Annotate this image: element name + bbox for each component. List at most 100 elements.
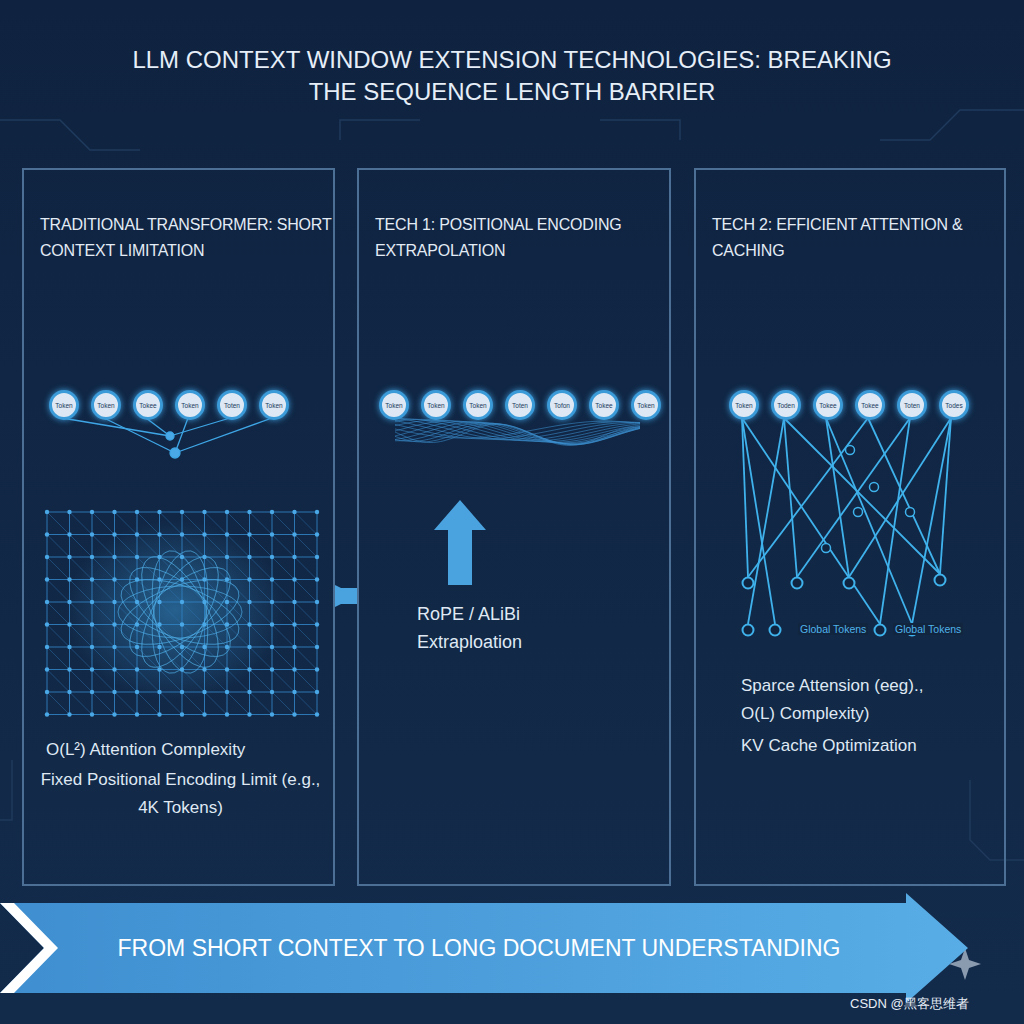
mesh-dot [270, 600, 274, 604]
mesh-line [227, 535, 250, 558]
mesh-swirl [118, 586, 242, 638]
mesh-line [295, 670, 318, 693]
mesh-line [69, 512, 70, 715]
mesh-line [160, 692, 183, 715]
sparse-attention-graph [742, 418, 951, 636]
mesh-line [137, 512, 160, 535]
mesh-dot [202, 712, 206, 716]
mesh-dot [157, 667, 161, 671]
mesh-dot [157, 510, 161, 514]
mesh-line [272, 647, 295, 670]
mesh-dot [112, 645, 116, 649]
token-circle: Toten [505, 390, 535, 420]
mesh-line [204, 512, 205, 715]
mesh-dot [67, 555, 71, 559]
mesh-line [205, 535, 228, 558]
mesh-dot [45, 600, 49, 604]
mesh-dot [45, 577, 49, 581]
mesh-line [92, 625, 115, 648]
mesh-line [137, 557, 160, 580]
circuit-traces [0, 110, 1024, 860]
mesh-line [272, 625, 295, 648]
mesh-dot [225, 600, 229, 604]
panel-note: RoPE / ALiBi Extraploation [417, 600, 567, 656]
mesh-swirl [144, 546, 217, 677]
token-label: Token [94, 393, 118, 417]
sparse-link [868, 418, 940, 574]
mesh-line [227, 647, 250, 670]
mesh-line [250, 535, 273, 558]
mesh-dot [135, 532, 139, 536]
token-circle: Token [463, 390, 493, 420]
mesh-line [182, 535, 205, 558]
mesh-line [272, 557, 295, 580]
mesh-dot [180, 532, 184, 536]
mesh-dot [225, 577, 229, 581]
mesh-line [115, 692, 138, 715]
token-label: Toten [508, 393, 532, 417]
mesh-line [272, 512, 295, 535]
mesh-dot [135, 667, 139, 671]
mesh-line [205, 512, 228, 535]
token-label: Toden [774, 393, 798, 417]
mesh-dot [180, 667, 184, 671]
mesh-line [47, 670, 70, 693]
mesh-line [115, 670, 138, 693]
sparse-link [748, 418, 784, 624]
mesh-line [47, 535, 70, 558]
mesh-dot [270, 667, 274, 671]
mesh-dot [247, 645, 251, 649]
mesh-dot [67, 600, 71, 604]
panel-box: TokenTodenTokeeTokeeTotenTodesTECH 2: EF… [694, 168, 1006, 886]
token-label: Token [466, 393, 490, 417]
mesh-dot [247, 532, 251, 536]
mesh-dot [90, 555, 94, 559]
token-label: Toten [220, 393, 244, 417]
mesh-dot [67, 577, 71, 581]
mesh-line [227, 512, 250, 535]
mesh-swirl [126, 545, 233, 678]
mesh-swirl [126, 545, 233, 678]
mesh-dot [225, 622, 229, 626]
mesh-dot [247, 555, 251, 559]
token-label: Tokee [858, 393, 882, 417]
mesh-dot [202, 667, 206, 671]
mesh-line [137, 535, 160, 558]
mesh-dot [270, 712, 274, 716]
mesh-line [227, 512, 228, 715]
mesh-line [70, 535, 93, 558]
mesh-dot [202, 532, 206, 536]
token-circle: Token [729, 390, 759, 420]
attention-mesh [45, 510, 319, 717]
wave-line [395, 421, 640, 438]
mesh-line [92, 557, 115, 580]
mesh-dot [270, 555, 274, 559]
mesh-dot [292, 555, 296, 559]
mesh-dot [202, 577, 206, 581]
mesh-line [137, 692, 160, 715]
mesh-line [160, 647, 183, 670]
mesh-line [272, 535, 295, 558]
global-token-label: Global Tokens [798, 623, 868, 635]
mesh-line [227, 692, 250, 715]
mesh-line [295, 512, 318, 535]
mesh-dot [292, 577, 296, 581]
mesh-dot [225, 667, 229, 671]
panel-note: O(L²) Attention Complexity [46, 736, 331, 764]
mesh-dot [90, 532, 94, 536]
mesh-line [92, 692, 115, 715]
mesh-dot [180, 645, 184, 649]
mesh-dot [90, 667, 94, 671]
token-circle: Token [175, 390, 205, 420]
mesh-dot [315, 510, 319, 514]
mesh-line [205, 602, 228, 625]
mesh-dot [292, 510, 296, 514]
mesh-line [250, 580, 273, 603]
mesh-dot [157, 690, 161, 694]
token-circle: Token [49, 390, 79, 420]
mesh-line [70, 580, 93, 603]
mesh-glow [65, 520, 285, 700]
mesh-dot [315, 532, 319, 536]
mesh-line [295, 557, 318, 580]
